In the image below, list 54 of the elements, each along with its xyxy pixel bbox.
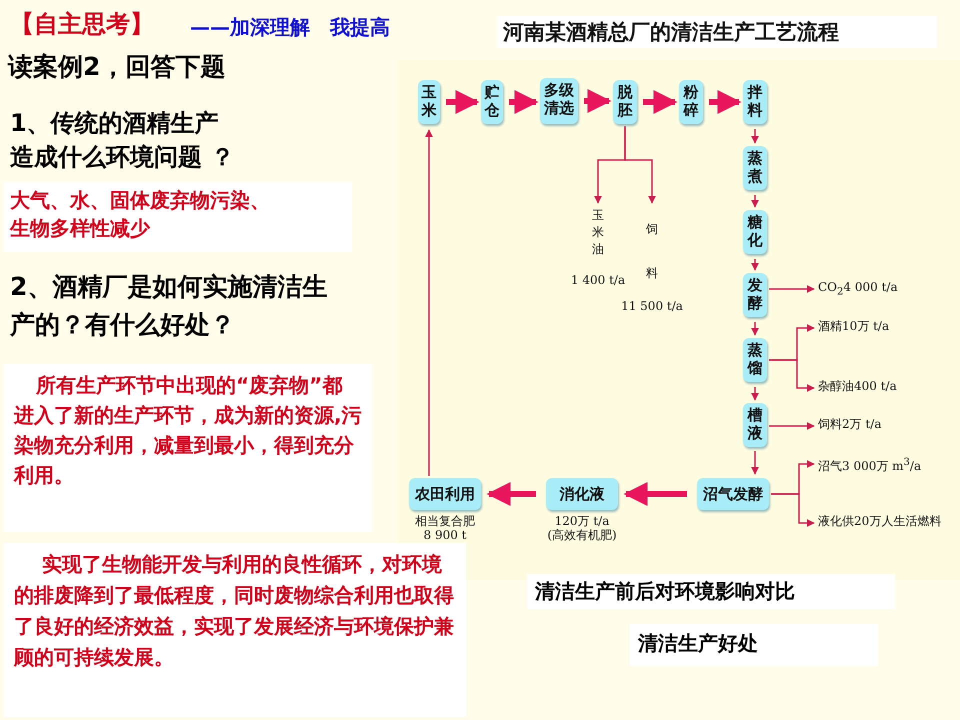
arrow	[486, 482, 536, 506]
answer-text: 大气、水、固体废弃物污染、生物多样性减少	[4, 182, 352, 252]
output-text: 杂醇油400 t/a	[818, 379, 897, 394]
answer-text: 所有生产环节中出现的“废弃物”都进入了新的生产环节，成为新的资源,污染物充分利用，减量到最小，得到充分利用。	[4, 364, 372, 532]
caption-text: 11 500 t/a	[621, 299, 683, 313]
section-heading: 【自主思考】	[10, 9, 154, 40]
arrow	[771, 493, 815, 527]
arrow	[751, 322, 759, 336]
output-text: 沼气3 000万 m$^{3}$/a	[818, 455, 922, 474]
note-text: 清洁生产前后对环境影响对比	[527, 574, 895, 609]
instruction-text: 读案例2，回答下题	[8, 51, 226, 83]
arrow	[751, 195, 759, 208]
arrow	[751, 259, 759, 271]
arrow	[584, 89, 612, 113]
arrow	[751, 129, 759, 144]
process-box: 玉米	[418, 80, 440, 124]
subheading: ——加深理解 我提高	[190, 14, 390, 41]
caption-text: 8 900 t	[424, 528, 466, 542]
arrow	[709, 90, 742, 114]
caption-text: (高效有机肥)	[547, 528, 617, 542]
answer-text: 实现了生物能开发与利用的良性循环，对环境的排废降到了最低程度，同时废物综合利用也取得了良好的经济效益，实现了发展经济与环境保护兼顾的可持续发展。	[4, 543, 466, 717]
process-box: 发酵	[743, 273, 767, 317]
process-box: 粉碎	[679, 80, 703, 124]
arrow	[769, 285, 815, 293]
output-text: 饲料2万 t/a	[818, 417, 882, 432]
note-text: 清洁生产好处	[630, 624, 878, 666]
arrow	[624, 126, 656, 204]
output-text: CO$_{2}$4 000 t/a	[818, 280, 898, 300]
output-text: 酒精10万 t/a	[818, 319, 890, 334]
process-box: 沼气发酵	[697, 478, 769, 510]
process-box: 拌料	[743, 80, 767, 124]
arrow	[425, 129, 433, 476]
arrow	[751, 451, 759, 475]
output-text: 液化供20万人生活燃料	[818, 514, 942, 529]
arrow	[624, 482, 687, 506]
arrow	[751, 387, 759, 401]
caption-text: 120万 t/a	[554, 514, 610, 528]
process-box: 蒸煮	[743, 146, 767, 190]
arrow	[769, 359, 815, 392]
process-box: 槽液	[743, 403, 767, 447]
process-box: 蒸馏	[743, 338, 767, 382]
arrow	[446, 90, 480, 114]
question-text: 1、传统的酒精生产造成什么环境问题 ？	[10, 108, 236, 173]
caption-text: 1 400 t/a	[570, 273, 626, 287]
process-box: 脱胚	[613, 80, 637, 124]
process-box: 多级清选	[540, 78, 578, 124]
caption-text: 相当复合肥	[415, 514, 475, 528]
arrow	[509, 90, 538, 114]
diagram-title: 河南某酒精总厂的清洁生产工艺流程	[497, 16, 937, 48]
process-box: 贮仓	[481, 80, 503, 124]
arrow	[643, 90, 678, 114]
arrow	[769, 422, 815, 430]
question-text: 2、酒精厂是如何实施清洁生产的？有什么好处？	[10, 271, 328, 341]
process-box: 糖化	[743, 210, 767, 254]
